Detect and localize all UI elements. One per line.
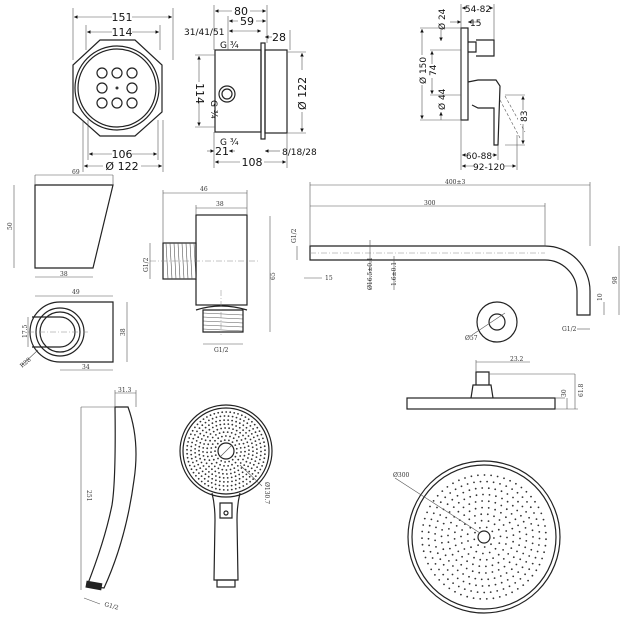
dim-114-side: 114 bbox=[193, 83, 206, 104]
label-g34-mid: G ¾ bbox=[208, 100, 218, 119]
box-hole bbox=[111, 67, 123, 79]
box-hole bbox=[96, 82, 108, 94]
overhead-shower-side-view: 23.2 30 61.8 bbox=[406, 356, 585, 410]
dim-54-82: 54-82 bbox=[465, 5, 491, 15]
installation-box-side-view: 80 59 31/41/51 28 G ¾ G ¾ G ¾ 114 Ø 122 … bbox=[184, 5, 317, 169]
installation-box-front-view: 151 114 106 Ø 122 bbox=[72, 8, 174, 173]
dim-31-41-51: 31/41/51 bbox=[184, 28, 224, 38]
elbow-dim-65: 65 bbox=[270, 272, 277, 280]
holder-plan-dim-34: 34 bbox=[82, 364, 90, 371]
label-g34-top: G ¾ bbox=[220, 41, 239, 51]
box-hole bbox=[126, 82, 138, 94]
overhead-shower-bottom-view: Ø300 bbox=[393, 460, 561, 614]
hand-shower-dim-31-3: 31.3 bbox=[118, 387, 132, 394]
dim-21: 21 bbox=[215, 145, 229, 158]
holder-dim-50: 50 bbox=[7, 222, 14, 230]
dim-80: 80 bbox=[234, 5, 248, 18]
dim-15: 15 bbox=[470, 19, 481, 29]
elbow-dim-46: 46 bbox=[200, 186, 208, 193]
arm-wall-thickness: 1.6±0.1 bbox=[391, 262, 398, 286]
dim-114: 114 bbox=[112, 26, 133, 39]
head-dim-61-8: 61.8 bbox=[578, 383, 585, 397]
label-g34-bottom: G ¾ bbox=[220, 138, 239, 148]
hand-shower-front-view: Ø130.7 bbox=[179, 404, 273, 588]
hand-shower-g12: G1/2 bbox=[103, 601, 119, 612]
dim-59: 59 bbox=[240, 15, 254, 28]
arm-g12-right: G1/2 bbox=[562, 326, 577, 333]
holder-dim-38: 38 bbox=[60, 271, 68, 278]
arm-dim-15: 15 bbox=[325, 275, 333, 282]
arm-dim-400: 400±3 bbox=[445, 179, 465, 186]
dim-108: 108 bbox=[242, 156, 263, 169]
dim-83: 83 bbox=[520, 111, 530, 122]
hand-shower-side-view: 31.3 251 G1/2 bbox=[80, 387, 137, 612]
box-hole bbox=[111, 97, 123, 109]
dim-60-88: 60-88 bbox=[466, 152, 492, 162]
arm-dim-98: 98 bbox=[612, 276, 619, 284]
dim-28: 28 bbox=[272, 31, 286, 44]
elbow-g12-side: G1/2 bbox=[143, 257, 150, 272]
box-hole bbox=[126, 97, 138, 109]
holder-dim-69: 69 bbox=[72, 169, 80, 176]
flange-diameter: Ø57 bbox=[465, 335, 478, 342]
elbow-g12-bottom: G1/2 bbox=[214, 347, 229, 354]
hand-shower-length: 251 bbox=[85, 490, 92, 501]
dim-8-18-28: 8/18/28 bbox=[282, 148, 317, 158]
dim-diameter-150: Ø 150 bbox=[418, 57, 429, 84]
dim-74: 74 bbox=[429, 64, 439, 76]
dim-diameter-24: Ø 24 bbox=[437, 8, 448, 30]
arm-diameter: Ø16.5±0.1 bbox=[367, 257, 374, 290]
box-hole bbox=[96, 67, 108, 79]
holder-plan-dim-38: 38 bbox=[120, 328, 127, 336]
holder-plan-r28: R28 bbox=[19, 356, 33, 369]
mixer-side-view: 54-82 15 Ø 24 Ø 150 74 Ø 44 83 60-88 92-… bbox=[418, 3, 530, 173]
box-hole bbox=[96, 97, 108, 109]
dim-diameter-44: Ø 44 bbox=[437, 88, 448, 110]
dim-106: 106 bbox=[112, 148, 133, 161]
head-dim-30: 30 bbox=[561, 389, 568, 397]
dim-diameter-122-side: Ø 122 bbox=[296, 77, 309, 110]
box-hole bbox=[126, 67, 138, 79]
arm-dim-10: 10 bbox=[597, 293, 604, 301]
arm-g12-left: G1/2 bbox=[291, 228, 298, 243]
wall-holder-views: 69 50 38 49 38 34 17.5 R28 bbox=[7, 169, 128, 371]
head-dim-23-2: 23.2 bbox=[510, 356, 524, 363]
wall-outlet-elbow: 46 38 G1/2 65 G1/2 bbox=[143, 186, 277, 354]
dim-diameter-122: Ø 122 bbox=[105, 160, 138, 173]
head-diameter: Ø300 bbox=[393, 472, 410, 479]
dim-151: 151 bbox=[112, 11, 133, 24]
dim-92-120: 92-120 bbox=[473, 163, 505, 173]
holder-plan-dim-49: 49 bbox=[72, 289, 80, 296]
elbow-dim-38: 38 bbox=[216, 201, 224, 208]
hand-shower-diameter: Ø130.7 bbox=[263, 482, 270, 504]
holder-plan-dim-17-5: 17.5 bbox=[22, 324, 29, 338]
arm-dim-300: 300 bbox=[424, 200, 436, 207]
shower-arm: 400±3 300 G1/2 15 Ø16.5±0.1 1.6±0.1 98 1… bbox=[291, 179, 620, 343]
